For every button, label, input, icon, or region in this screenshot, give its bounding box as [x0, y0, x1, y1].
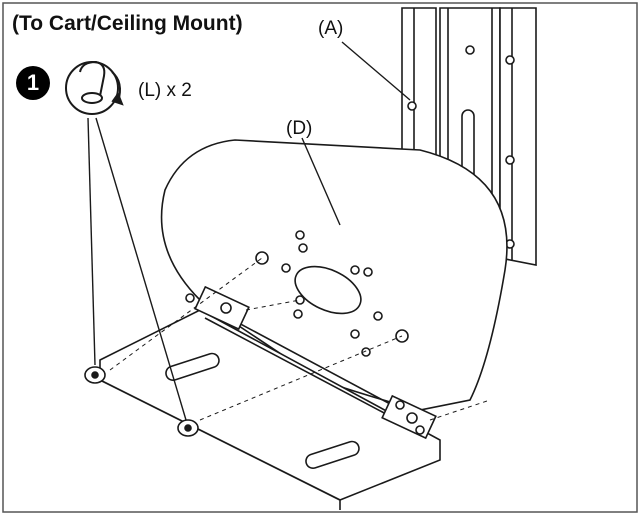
callout-a: (A): [318, 18, 344, 39]
callout-d: (D): [286, 118, 313, 139]
screw-left: [84, 366, 106, 384]
leader-lines: [87, 41, 411, 421]
alignment-lines: [109, 257, 491, 421]
quantity-label: (L) x 2: [138, 80, 192, 101]
screw-right: [177, 419, 199, 437]
page-title: (To Cart/Ceiling Mount): [12, 12, 243, 35]
step-number-badge: 1: [16, 66, 50, 100]
part-d-plate: [160, 139, 508, 411]
screwdriver-rotate-icon: [65, 60, 124, 115]
